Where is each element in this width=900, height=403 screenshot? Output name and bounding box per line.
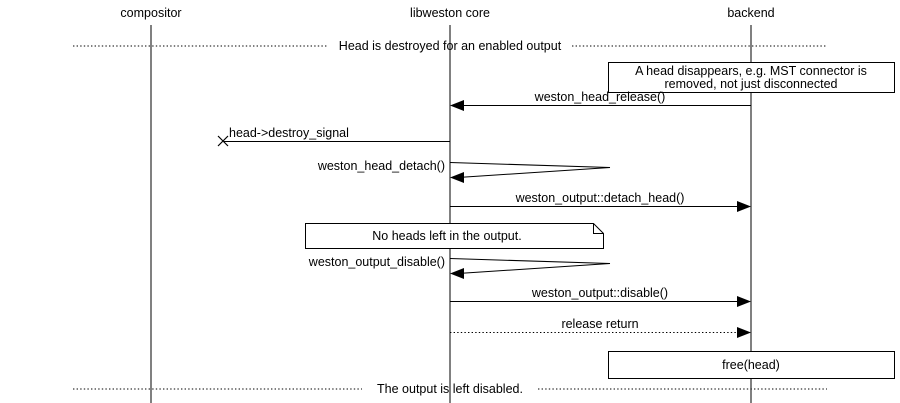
box-free-head-rect [608, 351, 895, 379]
message-weston-output-disable-local-line-out [449, 258, 611, 264]
box-free-head-label: free(head) [722, 358, 780, 372]
message-weston-output-detach-head-label: weston_output::detach_head() [515, 191, 685, 205]
note-head-disappears-line-2: removed, not just disconnected [664, 77, 837, 91]
message-weston-output-disable[interactable]: weston_output::disable() [450, 286, 751, 307]
message-release-return-label: release return [561, 317, 638, 331]
separator-bottom-label: The output is left disabled. [377, 382, 523, 396]
note-no-heads-left: No heads left in the output. [305, 223, 604, 249]
message-weston-output-disable-arrowhead [737, 296, 751, 307]
note-head-disappears-line-1: A head disappears, e.g. MST connector is [635, 64, 867, 78]
message-weston-output-detach-head[interactable]: weston_output::detach_head() [450, 191, 751, 212]
separator-top-label: Head is destroyed for an enabled output [339, 39, 562, 53]
participant-libweston-core[interactable]: libweston core [410, 6, 490, 403]
message-weston-output-disable-local[interactable]: weston_output_disable() [308, 255, 611, 279]
message-weston-head-release-label: weston_head_release() [534, 90, 666, 104]
message-weston-head-detach-line-back [457, 167, 611, 178]
note-no-heads-left-fold-icon [593, 223, 604, 234]
note-no-heads-left-box [305, 223, 604, 249]
separator-bottom: The output is left disabled. [73, 382, 827, 396]
note-head-disappears: A head disappears, e.g. MST connector is… [608, 62, 895, 93]
message-weston-head-detach-arrowhead [450, 172, 464, 183]
message-weston-head-detach-line-out [449, 162, 611, 168]
message-weston-output-disable-local-label: weston_output_disable() [308, 255, 445, 269]
message-head-destroy-signal[interactable]: head->destroy_signal [217, 126, 450, 147]
participant-compositor[interactable]: compositor [120, 6, 182, 403]
message-head-destroy-signal-label: head->destroy_signal [229, 126, 349, 140]
participant-label-backend: backend [727, 6, 774, 20]
message-release-return[interactable]: release return [450, 317, 751, 338]
message-release-return-arrowhead [737, 327, 751, 338]
destroy-x-icon [217, 135, 229, 147]
box-free-head: free(head) [608, 351, 895, 379]
participant-label-libweston-core: libweston core [410, 6, 490, 20]
note-head-disappears-box [608, 62, 895, 93]
participant-label-compositor: compositor [120, 6, 181, 20]
note-no-heads-left-line-1: No heads left in the output. [372, 229, 521, 243]
message-weston-output-disable-local-arrowhead [450, 268, 464, 279]
message-weston-head-detach-label: weston_head_detach() [317, 159, 445, 173]
message-weston-head-release[interactable]: weston_head_release() [450, 90, 751, 111]
separator-top: Head is destroyed for an enabled output [73, 39, 827, 53]
message-weston-output-disable-label: weston_output::disable() [531, 286, 668, 300]
message-weston-output-disable-local-line-back [457, 263, 611, 274]
message-weston-output-detach-head-arrowhead [737, 201, 751, 212]
message-weston-head-release-arrowhead [450, 100, 464, 111]
message-weston-head-detach[interactable]: weston_head_detach() [317, 159, 611, 183]
